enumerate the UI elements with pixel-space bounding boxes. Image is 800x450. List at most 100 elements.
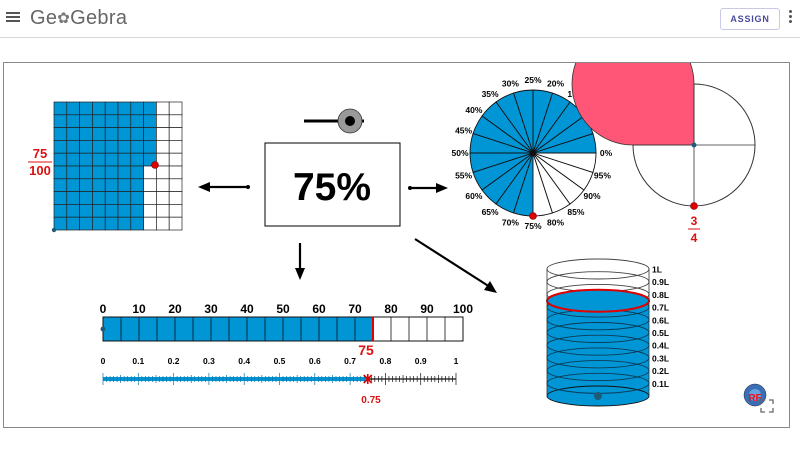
grid-cell [53,191,68,205]
grid-cell [143,101,157,116]
grid-cell [79,216,93,231]
hundred-grid [53,101,183,231]
grid-cell [104,127,119,141]
pie-percent-label: 35% [482,89,499,99]
grid-cell [92,140,106,154]
grid-cell [79,101,93,116]
grid-cell [168,101,183,116]
grid-cell [168,178,183,192]
grid-cell [66,216,80,231]
grid-cell [53,204,68,218]
grid-cell [92,216,106,231]
geogebra-logo[interactable]: Ge✿Gebra [30,7,127,30]
fraction-circle [571,22,756,207]
number-line-tick-label: 0.7 [344,356,356,366]
grid-cell [66,127,80,141]
tens-bar-origin [100,326,106,332]
hamburger-menu-icon[interactable] [6,10,20,24]
grid-cell [117,114,132,128]
more-options-icon[interactable] [789,10,793,26]
grid-cell [53,216,68,231]
grid-handle-point[interactable] [151,161,159,169]
number-line-tick-label: 0.5 [274,356,286,366]
grid-cell [92,191,106,205]
pie-slice [532,152,597,174]
grid-cell [143,127,157,141]
grid-cell [156,101,170,116]
grid-cell [130,127,144,141]
cylinder-level-label: 0.4L [652,341,669,351]
grid-cell [92,152,106,167]
grid-cell [66,191,80,205]
grid-cell [156,165,170,180]
grid-cell [156,114,170,128]
grid-cell [117,127,132,141]
percent-slider[interactable] [304,108,364,134]
pie-handle-point[interactable] [529,212,537,220]
grid-cell [117,101,132,116]
pie-percent-label: 60% [465,191,482,201]
fullscreen-icon[interactable] [760,399,774,413]
grid-cell [53,127,68,141]
badge-letters: RF [748,393,761,404]
number-line-tick-label: 0.6 [309,356,321,366]
grid-cell [143,216,157,231]
percent-box [264,142,401,227]
grid-cell [143,204,157,218]
pie-percent-label: 20% [547,79,564,89]
grid-origin-point [51,227,57,233]
grid-cell [66,152,80,167]
cylinder-level-label: 0.8L [652,290,669,300]
grid-cell [168,152,183,167]
twenty-slice-pie: 0%5%10%15%20%25%30%35%40%45%50%55%60%65%… [451,75,612,231]
grid-cell [156,127,170,141]
tens-bar-tick-label: 40 [240,302,254,316]
grid-cell [168,165,183,180]
grid-cell [104,204,119,218]
pie-percent-label: 55% [455,171,472,181]
logo-text-start: Ge [30,7,58,29]
grid-cell [117,178,132,192]
arrow-to-pie-head [436,183,448,193]
tens-bar-tick-label: 100 [453,302,473,316]
grid-cell [117,140,132,154]
cylinder-fill-top [546,288,650,313]
grid-cell [168,127,183,141]
grid-cell [117,216,132,231]
geogebra-applet[interactable]: 75 100 75% 0%5%10%15%20%25%30%35%40%45%5… [3,22,790,428]
number-line-marker [363,374,373,384]
fraction-numerator: 3 [691,214,698,228]
grid-cell [66,204,80,218]
grid-cell [104,152,119,167]
grid-cell [92,178,106,192]
tens-bar-tick-label: 60 [312,302,326,316]
pie-percent-label: 70% [502,217,519,227]
tens-bar-tick-label: 10 [132,302,146,316]
grid-cell [168,114,183,128]
grid-cell [117,204,132,218]
fraction-circle-handle[interactable] [690,202,698,210]
grid-cell [156,178,170,192]
tens-bar-tick-label: 90 [420,302,434,316]
grid-cell [168,191,183,205]
top-bar: Ge✿Gebra ASSIGN [0,0,800,38]
tens-bar-tick-label: 20 [168,302,182,316]
tens-bar-tick-label: 0 [100,302,107,316]
tens-bar-fill [103,317,373,341]
cylinder-level-label: 1L [652,265,662,275]
cylinder-level-label: 0.2L [652,366,669,376]
grid-cell [79,204,93,218]
pie-percent-label: 80% [547,217,564,227]
arrow-to-cylinder [414,238,491,288]
assign-button[interactable]: ASSIGN [720,8,780,30]
arrow-to-bar-head [295,268,305,280]
pie-percent-label: 65% [482,207,499,217]
grid-cell [79,152,93,167]
grid-cell [92,101,106,116]
grid-cell [156,216,170,231]
grid-cell [130,165,144,180]
pie-percent-label: 40% [465,105,482,115]
tens-bar-tick-label: 50 [276,302,290,316]
tens-bar-tick-label: 80 [384,302,398,316]
